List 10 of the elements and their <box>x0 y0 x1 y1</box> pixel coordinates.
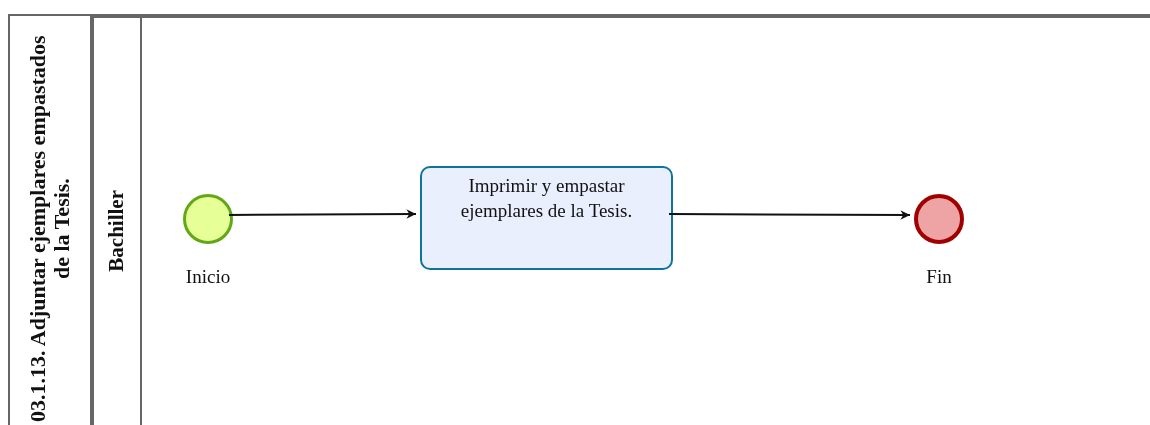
lane-title: Bachiller <box>105 190 129 272</box>
pool-title: 03.1.13. Adjuntar ejemplares empastados de la Tesis. <box>25 34 75 425</box>
arrow <box>668 210 911 220</box>
start-event-circle <box>183 194 233 244</box>
end-event-circle <box>914 194 964 244</box>
arrow <box>228 209 417 219</box>
task-box <box>420 166 673 270</box>
event-label: Inicio <box>185 266 231 288</box>
event-label: Fin <box>926 266 952 288</box>
task-text: Imprimir y empastar ejemplares de la Tesis. <box>459 174 634 223</box>
